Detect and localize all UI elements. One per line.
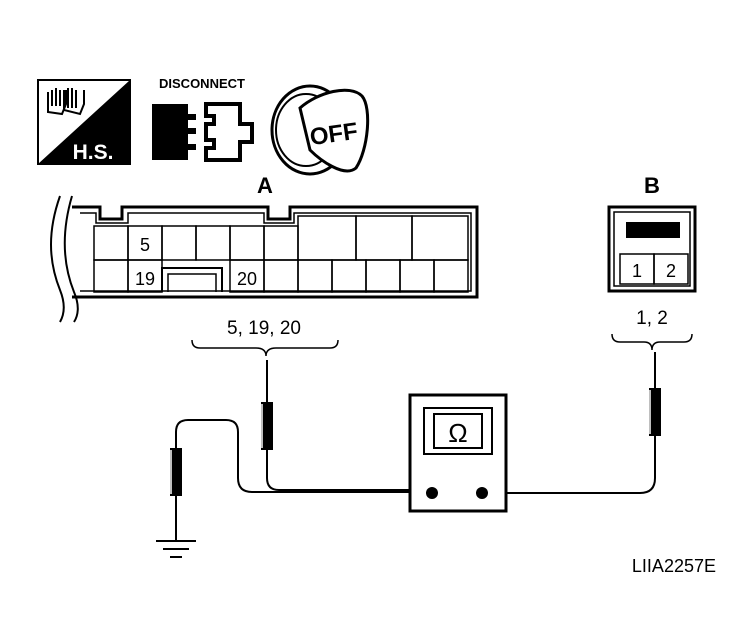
connector-a-brace	[191, 339, 339, 357]
connector-a-pins-text: 5, 19, 20	[227, 318, 301, 339]
pin-20-label: 20	[237, 269, 257, 289]
ignition-off-icon: OFF	[270, 84, 370, 176]
pin-1-label: 1	[632, 261, 642, 281]
pin-5-label: 5	[140, 235, 150, 255]
hands-icon: H.S.	[37, 79, 131, 165]
ohm-icon: Ω	[448, 418, 467, 448]
connector-b	[607, 205, 697, 293]
disconnect-icon: DISCONNECT	[152, 76, 254, 162]
connector-b-pins-text: 1, 2	[636, 308, 668, 329]
connector-a-label: A	[257, 173, 273, 198]
wires	[175, 419, 656, 494]
ground-probe	[170, 448, 182, 540]
pin-2-label: 2	[666, 261, 676, 281]
connector-b-brace	[611, 333, 693, 351]
probe-b	[649, 352, 661, 436]
figure-code: LIIA2257E	[632, 556, 716, 576]
meter-terminal-left	[426, 487, 438, 499]
meter-terminal-right	[476, 487, 488, 499]
hs-label: H.S.	[73, 141, 114, 164]
ground-icon	[156, 540, 196, 558]
connector-b-label: B	[644, 173, 660, 198]
disconnect-label: DISCONNECT	[159, 76, 245, 91]
pin-19-label: 19	[135, 269, 155, 289]
connector-a	[50, 195, 479, 323]
ignition-label: OFF	[308, 118, 359, 151]
probe-a	[261, 360, 273, 450]
ohmmeter	[408, 393, 508, 513]
